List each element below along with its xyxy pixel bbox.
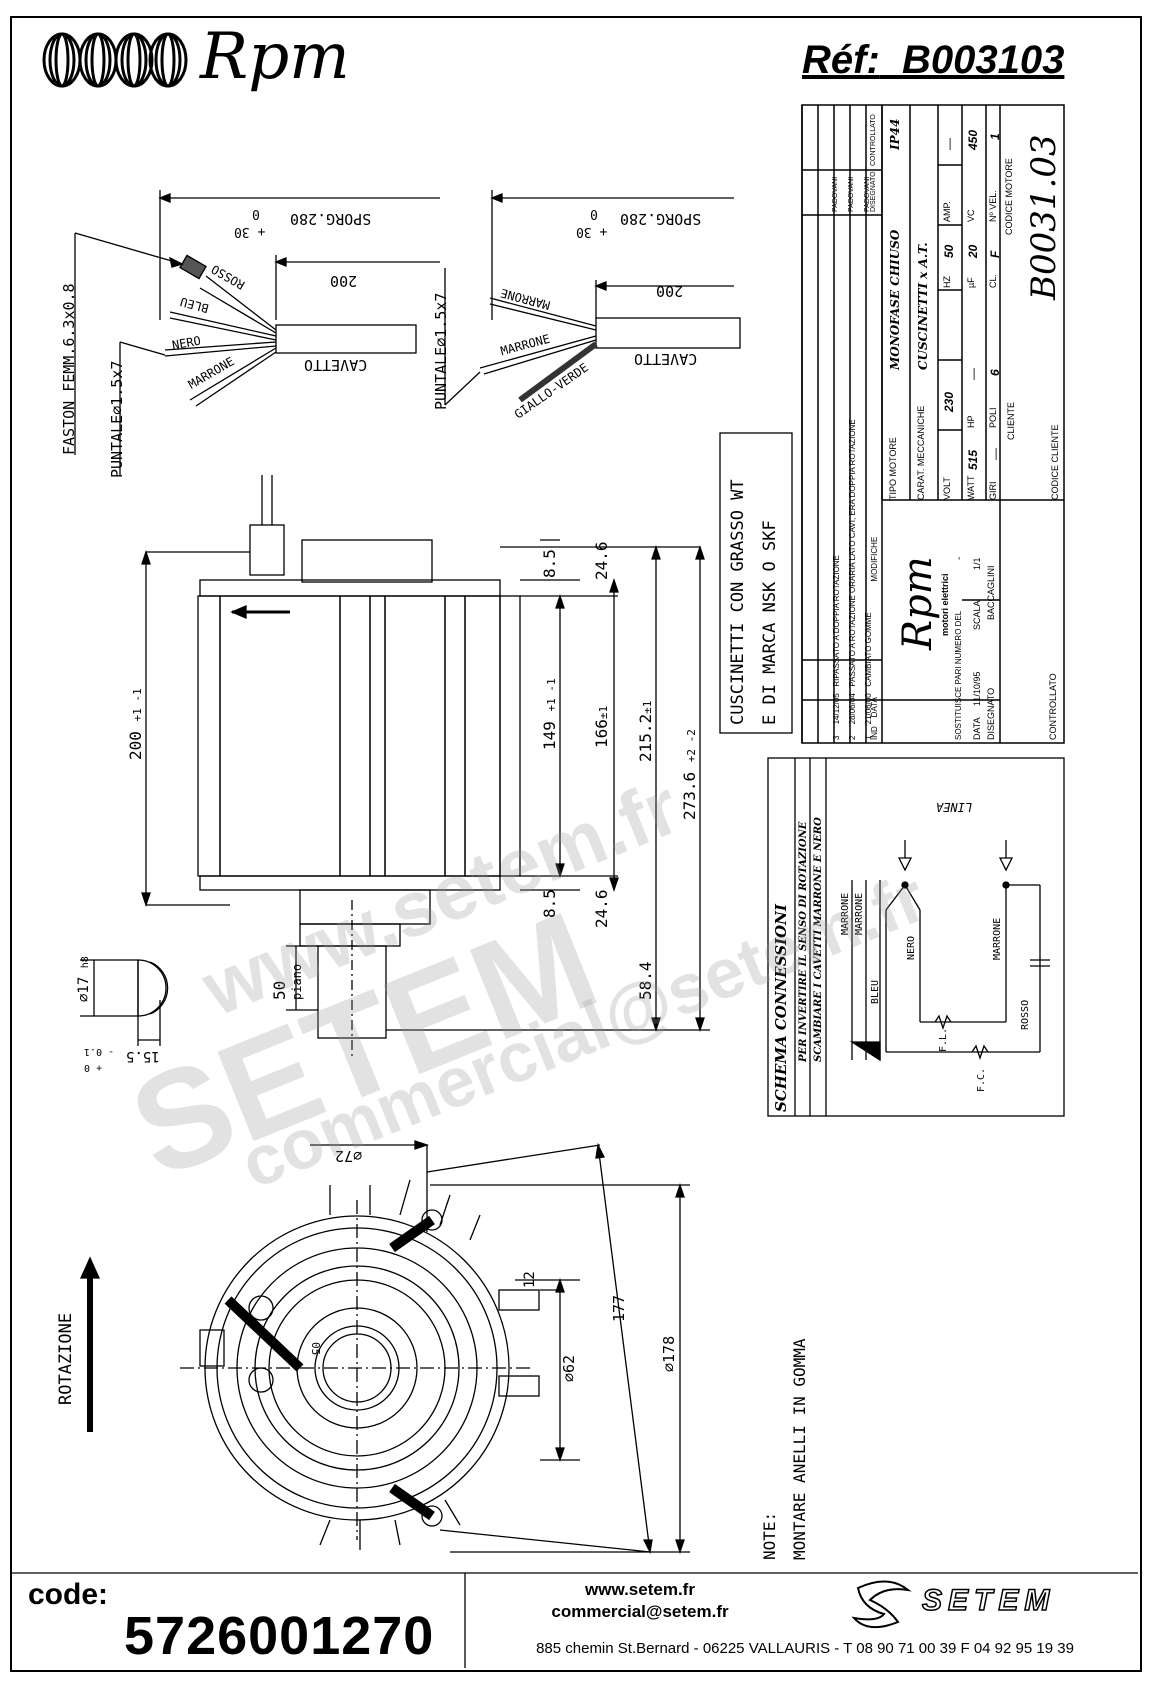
rev-header-checked: CONTROLLATO (870, 114, 877, 166)
scala-value: 1/1 (972, 557, 982, 570)
wiring-left-diagram (74, 190, 440, 475)
rev-row-2: 2 28/06/04 PASSATO A ROTAZIONE ORARIA LA… (848, 419, 857, 740)
giri-label: GIRI (988, 481, 998, 500)
vc-value: 450 (966, 129, 980, 150)
rev-header-date: DATA (870, 697, 879, 718)
mech-value: CUSCINETTI x A.T. (916, 242, 930, 370)
setem-swirl-icon (851, 1580, 912, 1629)
codice-motore-label: CODICE MOTORE (1004, 158, 1014, 235)
motor-type: MONOFASE CHIUSO (888, 229, 902, 370)
rev-2-text: PASSATO A ROTAZIONE ORARIA LATO CAVI, ER… (848, 419, 857, 687)
rev-header-drawn: DISEGNATO (870, 171, 877, 212)
uf-value: 20 (966, 244, 980, 258)
rev-3-ind: 3 (832, 735, 841, 740)
volt-label: VOLT (942, 477, 952, 500)
hz-label: HZ (942, 276, 952, 288)
disegnato-label: DISEGNATO (986, 687, 996, 740)
rev-header-mod: MODIFICHE (870, 536, 879, 582)
data-label: DATA (972, 717, 982, 740)
scala-label: SCALA (972, 600, 982, 630)
rev-2-ind: 2 (848, 735, 857, 740)
data-value: 11/10/95 (972, 671, 982, 706)
code-label: code: (28, 1578, 109, 1611)
rev-2-date: 28/06/04 (848, 693, 857, 725)
sostituisce-value: - (954, 556, 965, 560)
rpm-logo-coils-icon (42, 32, 188, 88)
title-brand: Rpm (895, 556, 941, 650)
rev-3-text: RIPASSATO A DOPPIA ROTAZIONE (832, 555, 841, 687)
vel-value: 1 (988, 133, 1002, 140)
footer-email[interactable]: commercial@setem.fr (551, 1602, 729, 1621)
rev-row-3: 3 14/12/05 RIPASSATO A DOPPIA ROTAZIONE (832, 555, 841, 740)
poli-value: 6 (988, 369, 1002, 376)
setem-logo-text: SETEM (921, 1583, 1056, 1618)
hp-value: — (966, 368, 980, 380)
hp-label: HP (966, 415, 976, 428)
watt-value: 515 (966, 449, 980, 470)
hz-value: 50 (942, 244, 956, 258)
motor-side-view (141, 475, 710, 1060)
cl-value: F (988, 250, 1002, 258)
sostituisce-label: SOSTITUISCE PARI NUMERO DEL (954, 610, 963, 740)
uf-label: µF (966, 277, 976, 288)
watt-label: WATT (966, 475, 976, 501)
rev-header-ind: IND (870, 726, 879, 740)
poli-label: POLI (988, 407, 998, 428)
rev-header: IND DATA MODIFICHE (870, 537, 879, 740)
vc-label: VC (966, 209, 976, 222)
motor-type-label: TIPO MOTORE (888, 437, 898, 500)
protection: IP44 (888, 118, 902, 150)
controllato-label: CONTROLLATO (1048, 673, 1058, 740)
ref-value: B003103 (902, 38, 1065, 82)
connection-scheme-frame (767, 757, 1065, 1117)
sheet-border (10, 16, 1142, 1672)
vel-label: Nº VEL. (988, 190, 998, 222)
rev-row-3-by: PADOVANI (832, 176, 839, 212)
codice-motore-value: B0031.03 (1024, 134, 1064, 300)
volt-value: 230 (942, 391, 956, 412)
rev-row-2-by: PADOVANI (848, 176, 855, 212)
shaft-detail (80, 959, 169, 1046)
disegnato-value: BACCAGLINI (986, 565, 996, 620)
amp-label: AMP. (942, 201, 952, 222)
title-block-frame (801, 104, 1065, 744)
wiring-right-diagram (444, 190, 741, 406)
ref-label: Réf: (802, 38, 880, 82)
amp-value: — (942, 138, 956, 150)
motor-front-view (180, 1140, 690, 1555)
code-value: 5726001270 (124, 1606, 435, 1666)
footer-website[interactable]: www.setem.fr (585, 1580, 695, 1599)
codice-cliente-label: CODICE CLIENTE (1050, 424, 1060, 500)
cl-label: CL. (988, 273, 998, 288)
cliente-label: CLIENTE (1006, 401, 1016, 440)
giri-value: — (988, 448, 1002, 460)
reference-label: Réf: B003103 (802, 38, 1064, 83)
title-brand-sub: motori elettrici (940, 573, 950, 636)
rev-3-date: 14/12/05 (832, 693, 841, 725)
mech-label: CARAT. MECCANICHE (916, 405, 926, 500)
footer-address: 885 chemin St.Bernard - 06225 VALLAURIS … (536, 1640, 1074, 1657)
brand-logo-text: Rpm (200, 20, 350, 94)
bearings-note-box (719, 432, 793, 734)
